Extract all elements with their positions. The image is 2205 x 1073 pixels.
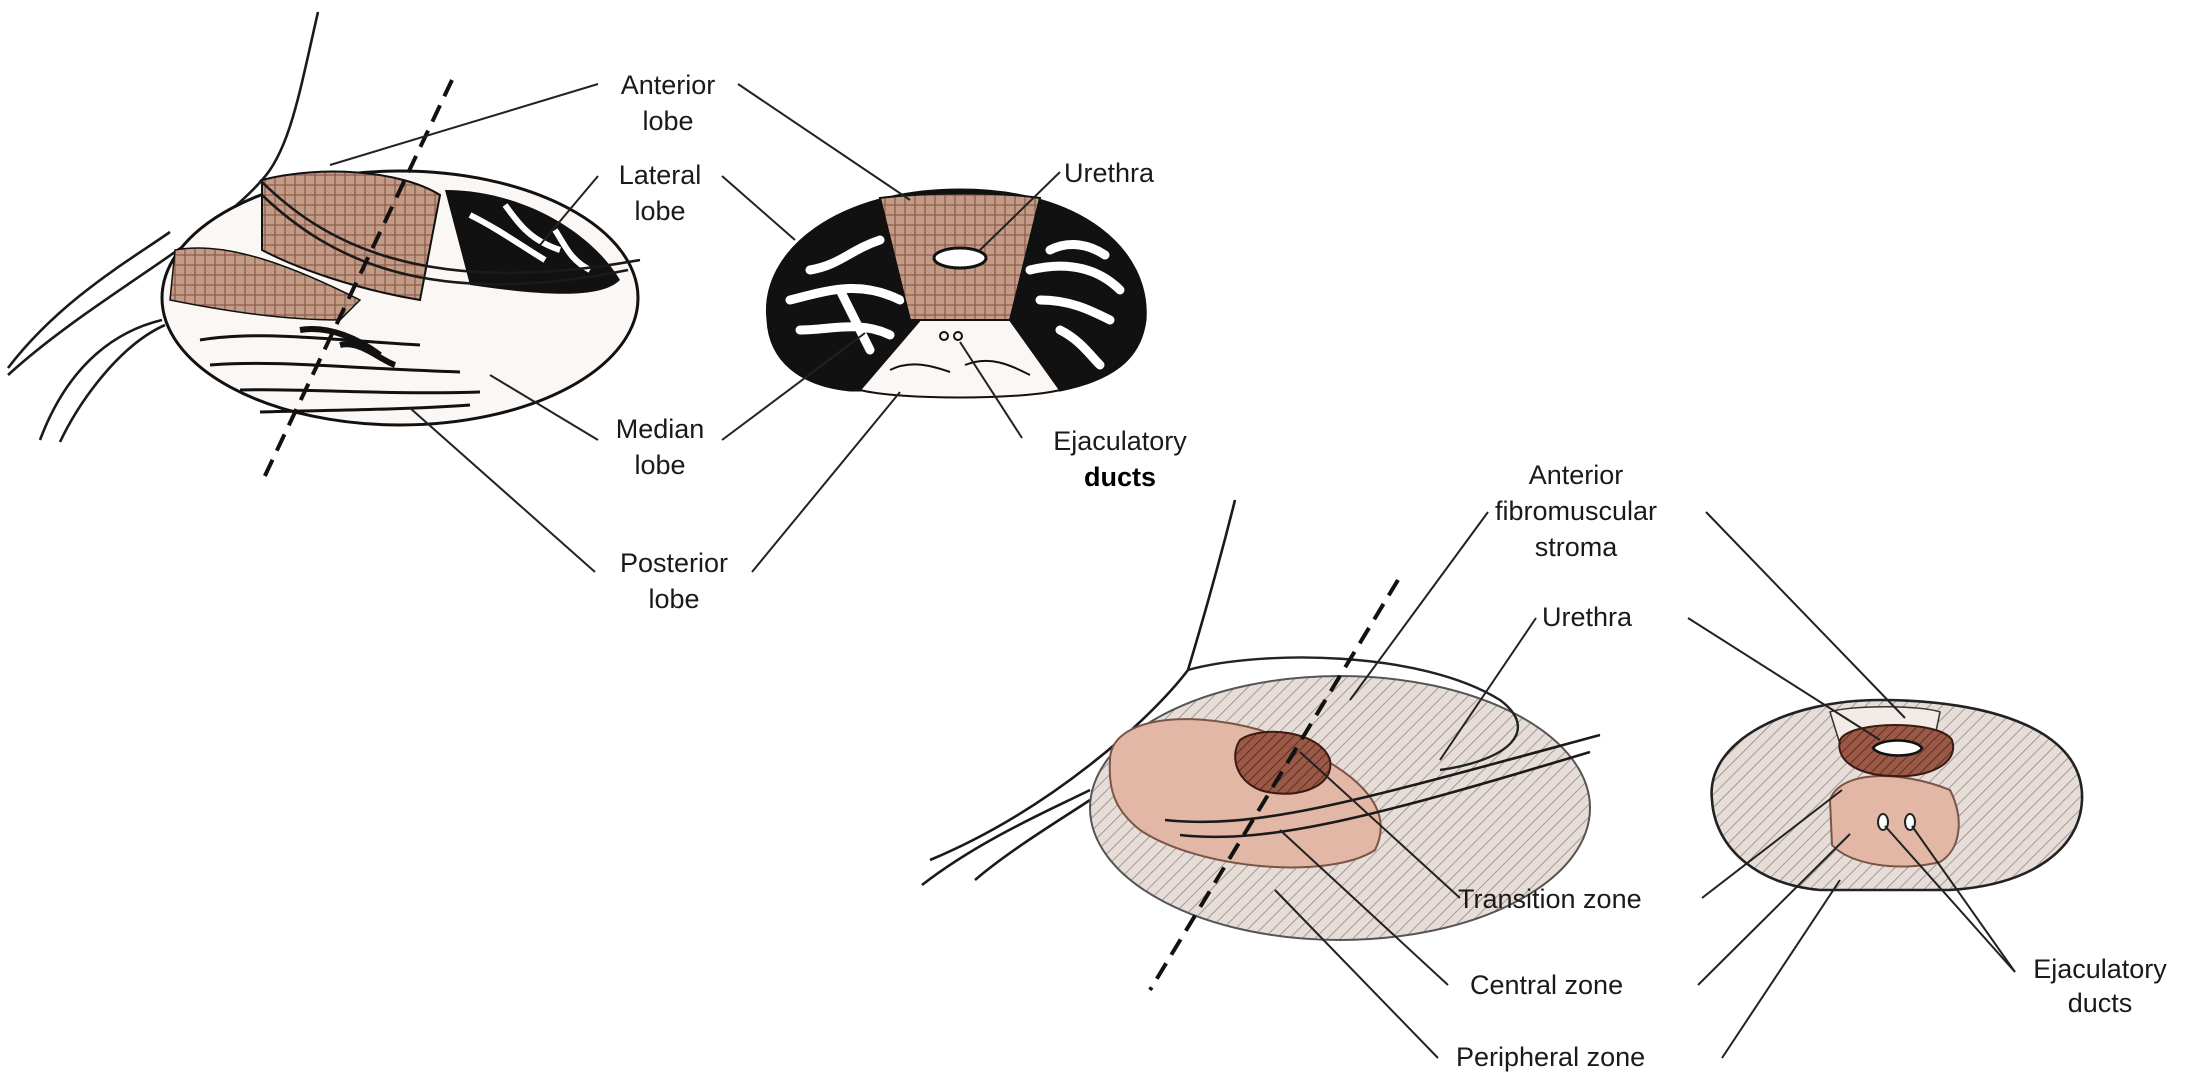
label-afs-2: fibromuscular (1495, 496, 1657, 526)
label-lateral-lobe-2: lobe (634, 196, 685, 226)
label-afs-1: Anterior (1529, 460, 1624, 490)
label-median-lobe-2: lobe (634, 450, 685, 480)
label-peripheral-zone: Peripheral zone (1456, 1042, 1645, 1072)
zones-cross-section-view (1712, 700, 2082, 890)
lobes-cross-section-view (767, 190, 1145, 398)
label-central-zone: Central zone (1470, 970, 1623, 1000)
label-ejaculatory-ducts-bottom-2: ducts (2068, 988, 2133, 1018)
label-urethra-top: Urethra (1064, 158, 1155, 188)
label-posterior-lobe-2: lobe (648, 584, 699, 614)
label-median-lobe-1: Median (616, 414, 705, 444)
label-ejaculatory-ducts-top-2: ducts (1084, 462, 1156, 492)
label-ejaculatory-ducts-bottom-1: Ejaculatory (2033, 954, 2167, 984)
label-transition-zone: Transition zone (1458, 884, 1642, 914)
label-lateral-lobe-1: Lateral (619, 160, 702, 190)
label-anterior-lobe-1: Anterior (621, 70, 716, 100)
label-anterior-lobe-2: lobe (642, 106, 693, 136)
lobes-sagittal-view (8, 12, 640, 482)
label-urethra-bottom: Urethra (1542, 602, 1633, 632)
label-posterior-lobe-1: Posterior (620, 548, 728, 578)
label-ejaculatory-ducts-top-1: Ejaculatory (1053, 426, 1187, 456)
label-afs-3: stroma (1535, 532, 1619, 562)
zones-sagittal-view (922, 500, 1600, 990)
